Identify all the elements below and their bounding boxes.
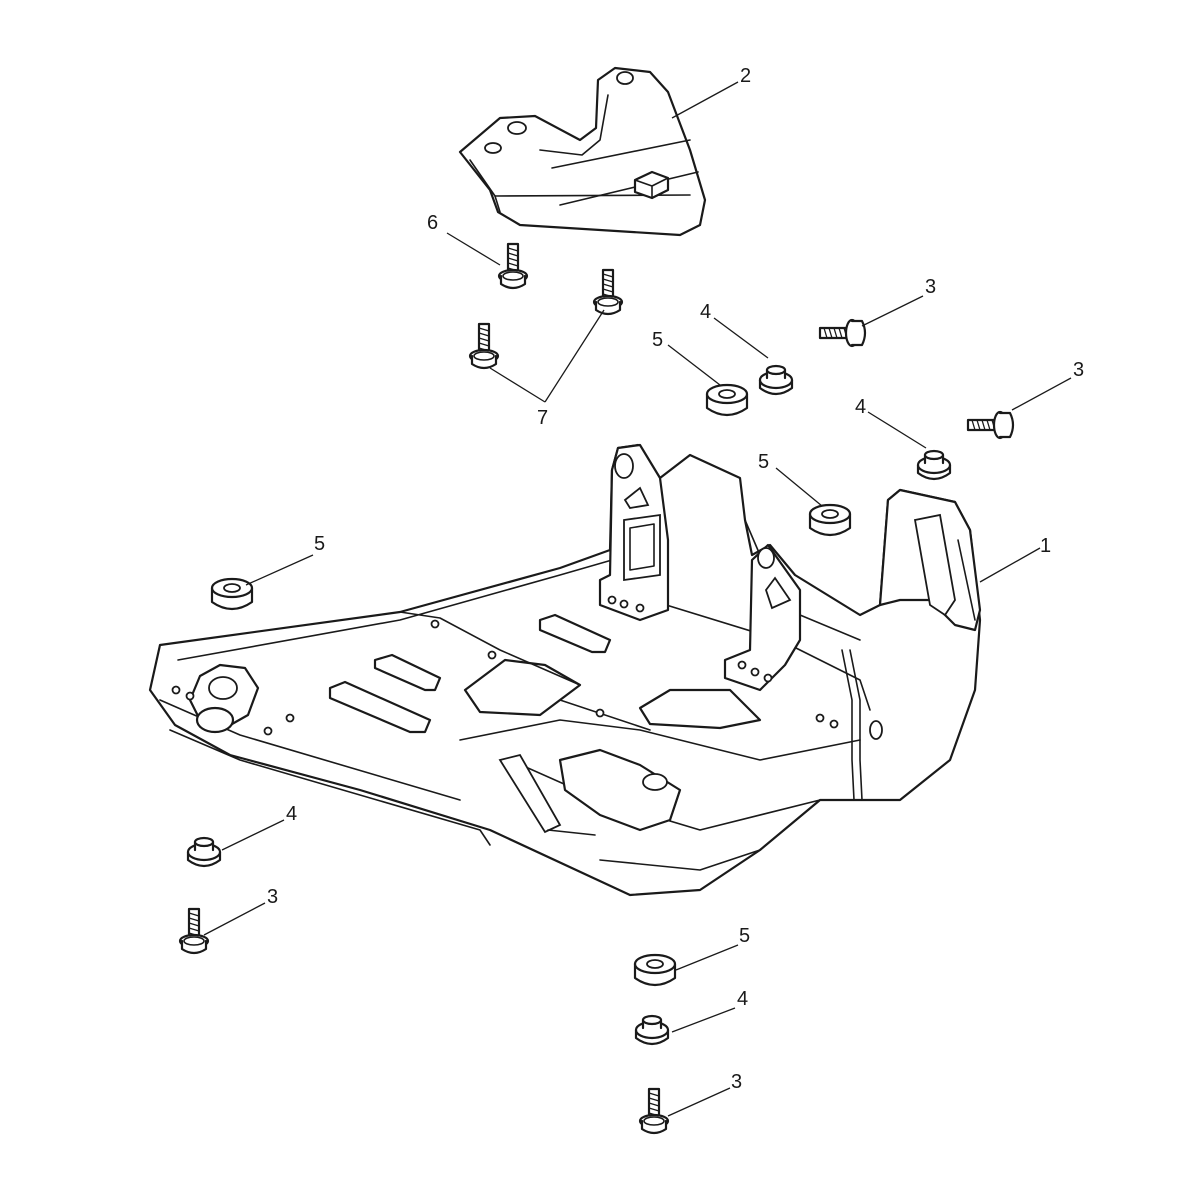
callout-3: 3: [731, 1071, 742, 1093]
callout-4: 4: [286, 803, 297, 825]
bolt-7-a: [592, 268, 624, 316]
spacer-5-c: [210, 577, 254, 611]
bolt-3-a: [818, 318, 867, 348]
washer-4-b: [916, 449, 952, 481]
washer-4-c: [186, 836, 222, 868]
callout-4: 4: [700, 301, 711, 323]
callout-5: 5: [652, 329, 663, 351]
bolt-3-d: [638, 1087, 670, 1135]
bolt-7-b: [468, 322, 500, 370]
bolt-3-b: [966, 410, 1015, 440]
callout-5: 5: [314, 533, 325, 555]
spacer-5-d: [633, 953, 677, 987]
callout-6: 6: [427, 212, 438, 234]
callout-3: 3: [267, 886, 278, 908]
top-bracket-part: [458, 66, 707, 237]
skid-plate-part: [148, 443, 982, 897]
callout-3: 3: [925, 276, 936, 298]
washer-4-d: [634, 1014, 670, 1046]
callout-2: 2: [740, 65, 751, 87]
callout-4: 4: [855, 396, 866, 418]
washer-4-a: [758, 364, 794, 396]
callout-5: 5: [758, 451, 769, 473]
spacer-5-b: [808, 503, 852, 537]
flange-bolt-6: [497, 242, 529, 290]
bolt-3-c: [178, 907, 210, 955]
callout-7: 7: [537, 407, 548, 429]
callout-5: 5: [739, 925, 750, 947]
spacer-5-a: [705, 383, 749, 417]
callout-labels: 2 1 3 3 3 3 4 4 4 4 5 5 5 5 6 7: [267, 65, 1084, 1093]
callout-3: 3: [1073, 359, 1084, 381]
leader-lines: [203, 81, 1072, 1117]
callout-1: 1: [1040, 535, 1051, 557]
callout-4: 4: [737, 988, 748, 1010]
